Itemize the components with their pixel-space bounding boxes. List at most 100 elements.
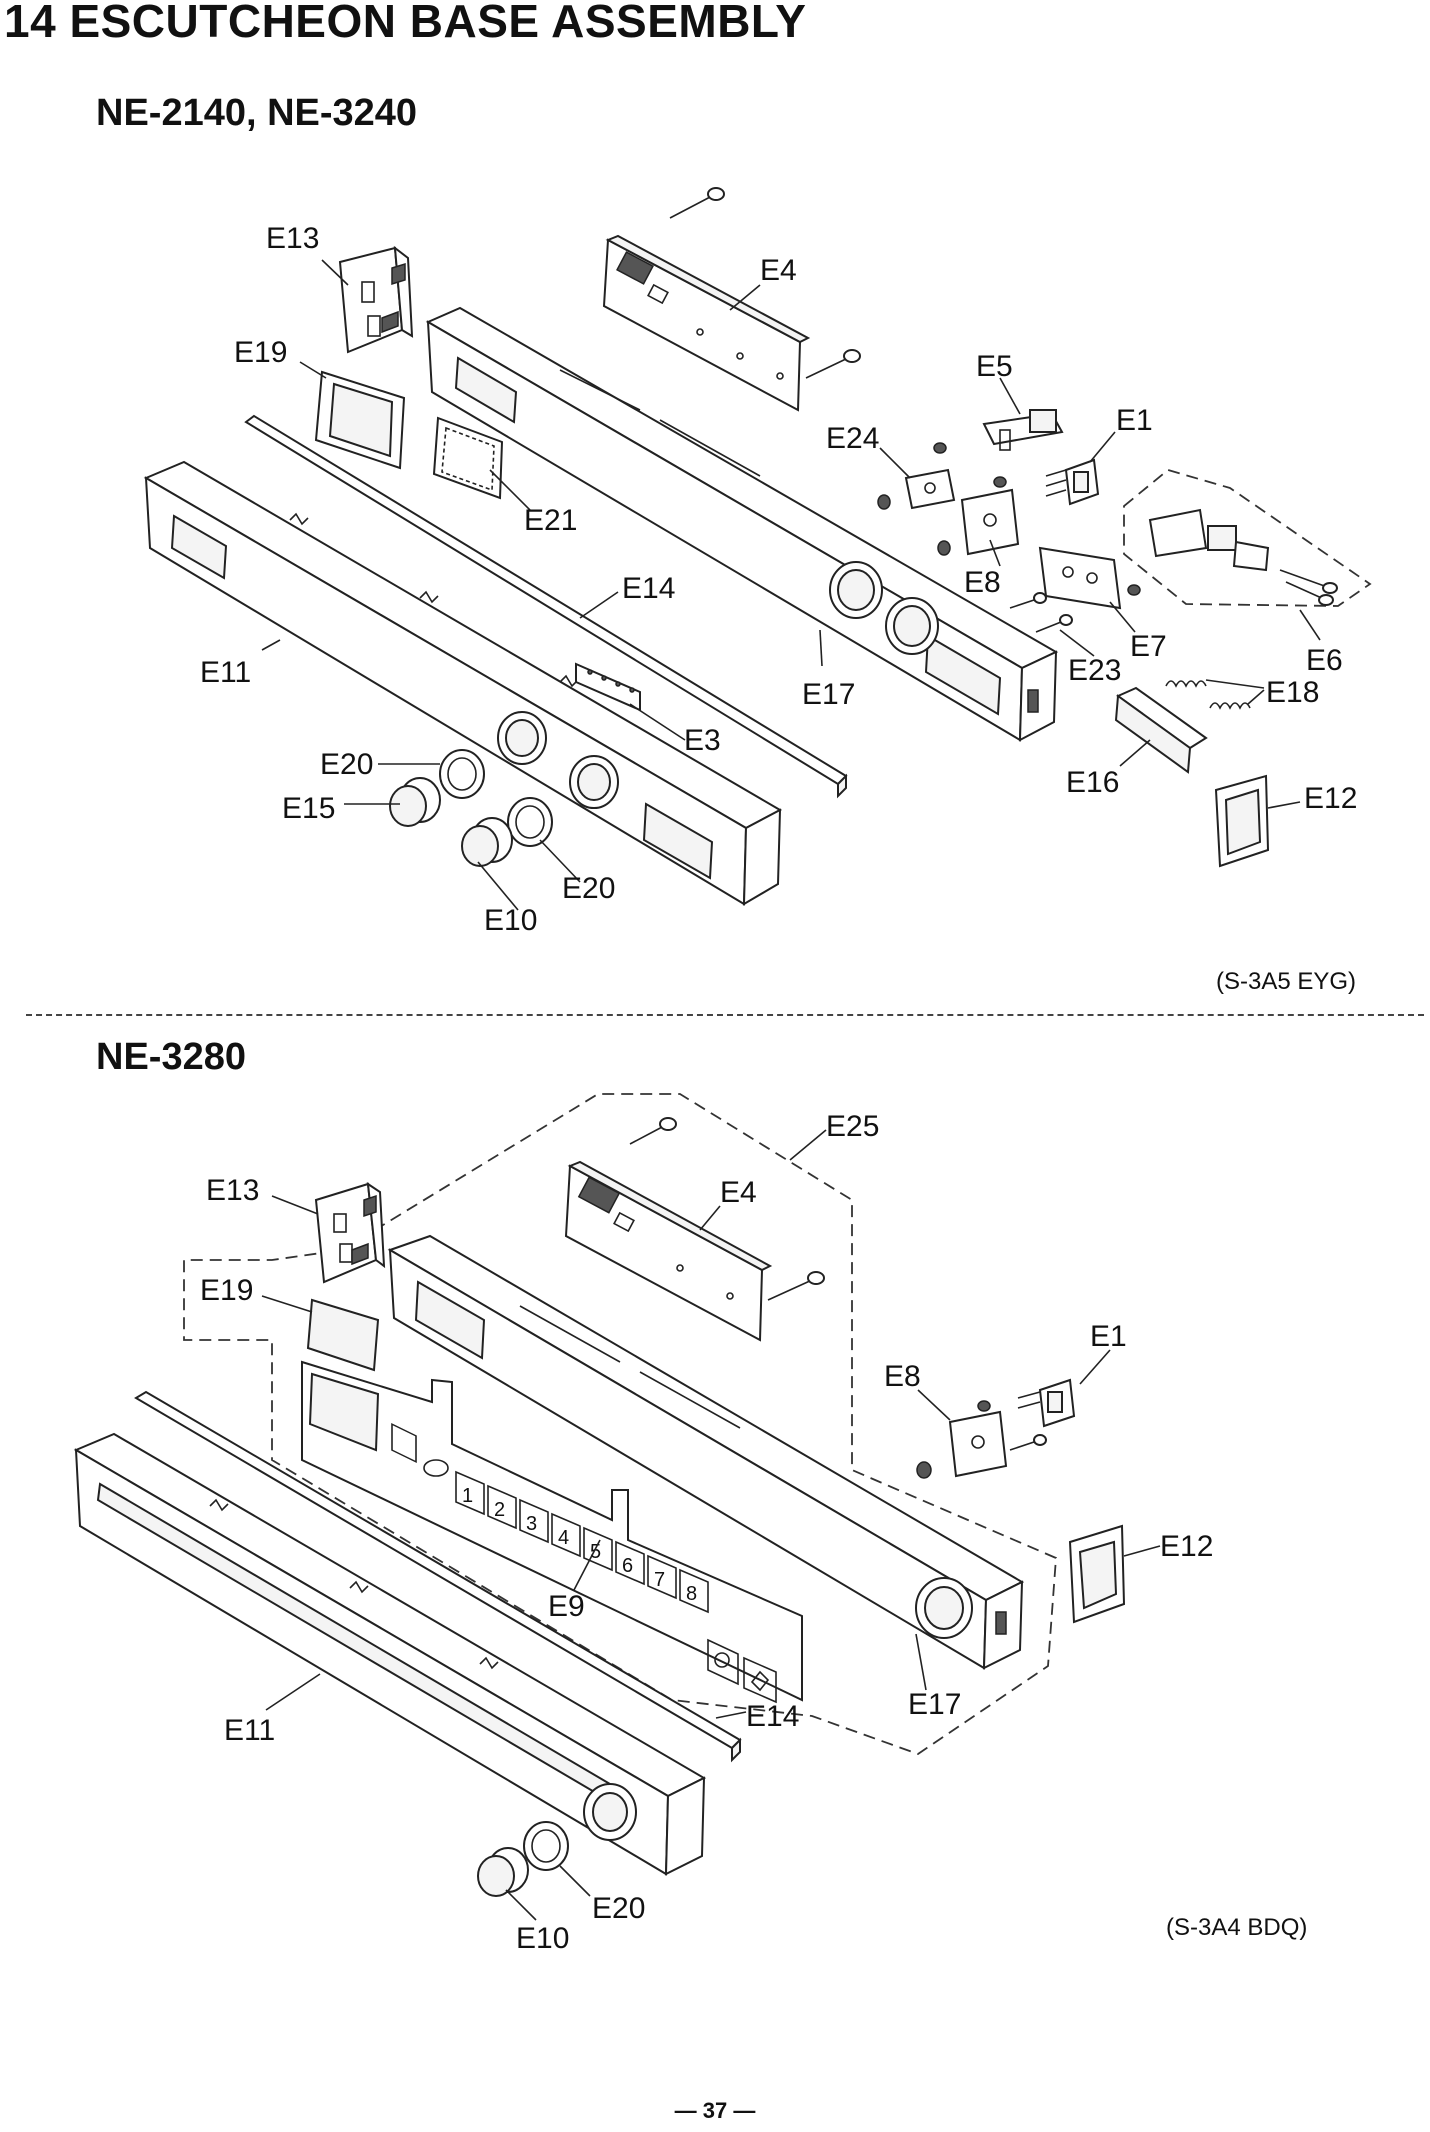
part-e10-knob — [461, 817, 513, 867]
label-e3: E3 — [684, 724, 721, 757]
part-e19-window — [314, 370, 406, 470]
part-e11-front-escutcheon — [73, 1432, 707, 1876]
label-e10: E10 — [516, 1922, 569, 1955]
part-e4-screw-bottom — [805, 349, 861, 379]
diagram-code-s3a5-eyg: (S-3A5 EYG) — [1216, 968, 1357, 995]
label-e16: E16 — [1066, 766, 1119, 799]
label-e4: E4 — [720, 1176, 757, 1209]
part-e1-switch — [1045, 458, 1100, 506]
part-e20-ring-upper — [439, 749, 485, 799]
keypad-key-4-label: 4 — [558, 1527, 569, 1549]
label-e12: E12 — [1160, 1530, 1213, 1563]
part-e14-rail — [134, 1390, 742, 1763]
part-e12-end-cap — [1214, 774, 1270, 868]
keypad-key-8: 8 — [679, 1568, 709, 1614]
label-e11: E11 — [200, 656, 251, 689]
keypad-key-3: 3 — [519, 1498, 549, 1544]
keypad-key-7-label: 7 — [654, 1569, 665, 1591]
part-e7-plate — [1038, 546, 1141, 610]
leader-lines — [261, 1129, 1161, 1921]
section-title-ne2140-ne3240: NE-2140, NE-3240 — [96, 92, 418, 134]
part-e8-plate — [916, 1400, 1047, 1479]
part-e17-escutcheon-base — [425, 306, 1059, 742]
label-e24: E24 — [826, 422, 879, 455]
label-e7: E7 — [1130, 630, 1167, 663]
part-e4-circuit-board — [602, 234, 811, 412]
part-e10-knob — [477, 1847, 529, 1897]
keypad-key-3-label: 3 — [526, 1513, 537, 1535]
label-e9: E9 — [548, 1590, 585, 1623]
part-e23-screw — [1009, 592, 1073, 633]
part-e20-ring-lower — [507, 797, 553, 847]
part-e16-button — [1114, 686, 1208, 774]
keypad-key-8-label: 8 — [686, 1583, 697, 1605]
part-labels: E25 E13 E4 E19 E1 E8 E12 E9 E17 E14 E11 … — [200, 1110, 1213, 1955]
keypad-key-4: 4 — [551, 1512, 581, 1558]
part-e5-switch — [982, 409, 1064, 451]
label-e4: E4 — [760, 254, 797, 287]
label-e19: E19 — [200, 1274, 253, 1307]
part-e11-front-escutcheon — [143, 460, 783, 906]
part-e17-escutcheon-base — [387, 1234, 1025, 1670]
part-e18-springs — [1165, 680, 1251, 710]
part-e13-bracket — [314, 1181, 386, 1284]
label-e17: E17 — [908, 1688, 961, 1721]
keypad-key-1: 1 — [455, 1470, 485, 1516]
part-e19-window — [306, 1298, 380, 1372]
keypad-key-1-label: 1 — [462, 1485, 473, 1507]
label-e20-lower: E20 — [562, 872, 615, 905]
label-e13: E13 — [206, 1174, 259, 1207]
keypad-key-6-label: 6 — [622, 1555, 633, 1577]
label-e18: E18 — [1266, 676, 1319, 709]
section-divider — [26, 1014, 1424, 1016]
diagram-code-s3a4-bdq: (S-3A4 BDQ) — [1166, 1914, 1308, 1941]
label-e8: E8 — [964, 566, 1001, 599]
part-e4-screw-bottom — [767, 1271, 825, 1301]
part-e4-screw-top — [629, 1117, 677, 1145]
part-e13-bracket — [338, 245, 414, 354]
label-e14: E14 — [746, 1700, 799, 1733]
keypad-key-5-label: 5 — [590, 1541, 601, 1563]
exploded-diagram-ne2140-ne3240: E13 E4 E19 E5 E24 E1 E21 E8 E6 E14 E7 E1… — [143, 187, 1372, 937]
label-e8: E8 — [884, 1360, 921, 1393]
part-e4-screw-top — [669, 187, 725, 219]
label-e5: E5 — [976, 350, 1013, 383]
label-e23: E23 — [1068, 654, 1121, 687]
page-title: 14 ESCUTCHEON BASE ASSEMBLY — [4, 0, 807, 47]
label-e12: E12 — [1304, 782, 1357, 815]
keypad-keys: 1 2 3 4 5 6 7 8 — [455, 1470, 709, 1614]
part-e14-rail — [244, 414, 848, 799]
label-e20-upper: E20 — [320, 748, 373, 781]
keypad-key-2-label: 2 — [494, 1499, 505, 1521]
label-e14: E14 — [622, 572, 675, 605]
label-e25: E25 — [826, 1110, 879, 1143]
label-e11: E11 — [224, 1714, 275, 1747]
label-e10: E10 — [484, 904, 537, 937]
part-e25-outline — [183, 1093, 1057, 1756]
label-e1: E1 — [1090, 1320, 1127, 1353]
part-e1-switch — [1017, 1378, 1076, 1428]
exploded-diagram-ne3280: 1 2 3 4 5 6 7 8 — [73, 1093, 1213, 1955]
part-e21-frame — [432, 416, 504, 500]
label-e21: E21 — [524, 504, 577, 537]
part-e15-knob — [389, 777, 441, 827]
part-e8-plate — [937, 476, 1020, 556]
keypad-key-6: 6 — [615, 1540, 645, 1586]
page-number: — 37 — — [674, 2098, 756, 2123]
label-e20: E20 — [592, 1892, 645, 1925]
leader-lines — [261, 259, 1321, 911]
label-e6: E6 — [1306, 644, 1343, 677]
part-e24-plate — [877, 442, 956, 510]
label-e17: E17 — [802, 678, 855, 711]
part-e4-circuit-board — [564, 1160, 773, 1342]
part-e20-ring — [523, 1821, 569, 1871]
label-e1: E1 — [1116, 404, 1153, 437]
part-e12-end-cap — [1068, 1524, 1126, 1624]
keypad-key-2: 2 — [487, 1484, 517, 1530]
part-e6-assembly — [1123, 469, 1372, 607]
label-e13: E13 — [266, 222, 319, 255]
section-title-ne3280: NE-3280 — [96, 1036, 246, 1078]
keypad-key-5: 5 — [583, 1526, 613, 1572]
label-e15: E15 — [282, 792, 335, 825]
label-e19: E19 — [234, 336, 287, 369]
